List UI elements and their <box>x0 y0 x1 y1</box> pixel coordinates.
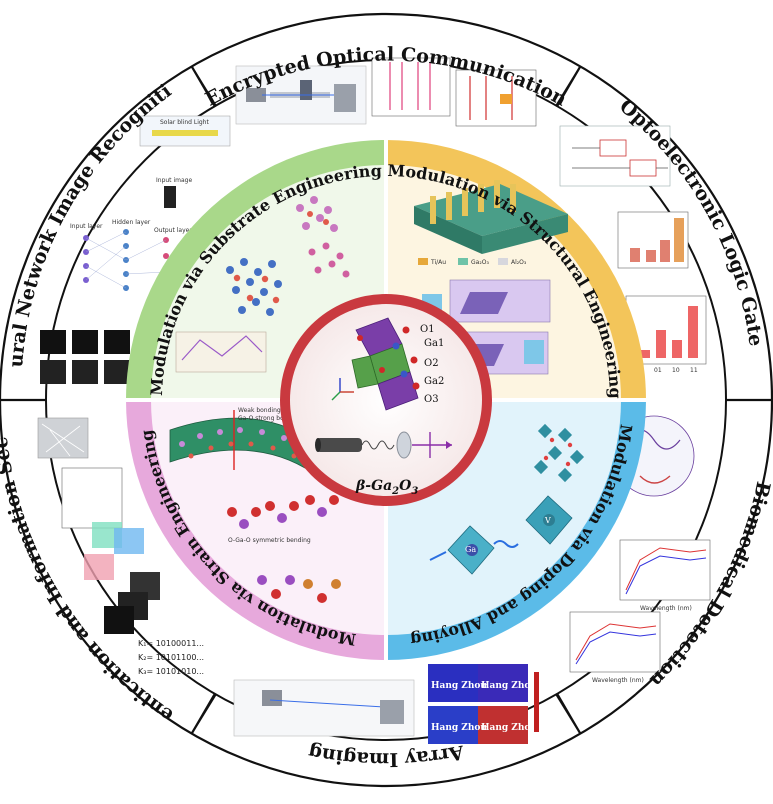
light-polarizer <box>315 431 452 459</box>
atom-o2: O2 <box>424 358 439 369</box>
atom-ga1: Ga1 <box>424 338 444 349</box>
hang-zhou-2: Hang Zhou <box>481 681 537 691</box>
input-layer-label: Input layer <box>70 223 103 230</box>
encrypted-comm-illustration <box>235 57 537 127</box>
legend-al2o3: Al₂O₃ <box>511 259 527 266</box>
neural-network-illustration: Solar blind Light Input image Input laye… <box>40 115 231 384</box>
formula-text: β-Ga2O3 <box>355 478 418 497</box>
substrate-content <box>175 196 350 373</box>
imaging-colorbar <box>534 672 539 732</box>
imaging-tile-2 <box>478 664 528 702</box>
atom-o3: O3 <box>424 394 439 405</box>
weak-bonding-label: Weak bonding <box>238 407 281 414</box>
key-k2: K₂= 10101100... <box>138 653 204 662</box>
output-layer-label: Output layer <box>154 227 192 234</box>
sym-bending-label: O-Ga-O symmetric bending <box>228 537 311 544</box>
imaging-tile-1 <box>428 664 478 702</box>
input-image-label: Input image <box>156 177 192 184</box>
logic-gate-illustration: 00 01 10 11 <box>559 125 707 374</box>
logic-tick-1: 01 <box>654 367 662 374</box>
doping-content: Ga V <box>429 423 585 575</box>
imaging-tile-4 <box>478 706 528 744</box>
crystal-structure: O1 Ga1 O2 Ga2 O3 <box>331 317 444 411</box>
wavelength-label-1: Wavelength (nm) <box>640 605 692 612</box>
hang-zhou-3: Hang Zhou <box>431 723 487 733</box>
logic-tick-3: 11 <box>690 367 698 374</box>
hang-zhou-1: Hang Zhou <box>431 681 487 691</box>
structural-content: Ti/Au Ga₂O₃ Al₂O₃ <box>414 180 568 375</box>
strong-bonding-label: Ga-O strong bonding <box>238 415 301 422</box>
atom-o1: O1 <box>420 324 435 335</box>
hang-zhou-4: Hang Zhou <box>481 723 537 733</box>
strain-content: Weak bonding Ga-O strong bonding O-Ga-O … <box>169 407 341 603</box>
solar-blind-label: Solar blind Light <box>160 119 209 126</box>
array-imaging-illustration: Hang Zhou Hang Zhou Hang Zhou Hang Zhou <box>233 664 539 744</box>
key-k3: K₃= 10101010... <box>138 667 204 676</box>
bending-molecules <box>227 495 339 529</box>
logic-tick-2: 10 <box>672 367 680 374</box>
middle-dividers <box>0 66 773 734</box>
key-k1: K₁= 10100011... <box>138 639 204 648</box>
ga-atom-label: Ga <box>465 545 476 554</box>
legend-tiau: Ti/Au <box>430 259 446 266</box>
authentication-illustration: K₁= 10100011... K₂= 10101100... K₃= 1010… <box>37 417 204 676</box>
hidden-layer-label: Hidden layer <box>112 219 151 226</box>
atom-ga2: Ga2 <box>424 376 444 387</box>
stretch-molecules <box>257 575 341 603</box>
legend-ga2o3: Ga₂O₃ <box>471 259 489 266</box>
v-atom-label: V <box>544 516 551 525</box>
wavelength-label-2: Wavelength (nm) <box>592 677 644 684</box>
imaging-tile-3 <box>428 706 478 744</box>
